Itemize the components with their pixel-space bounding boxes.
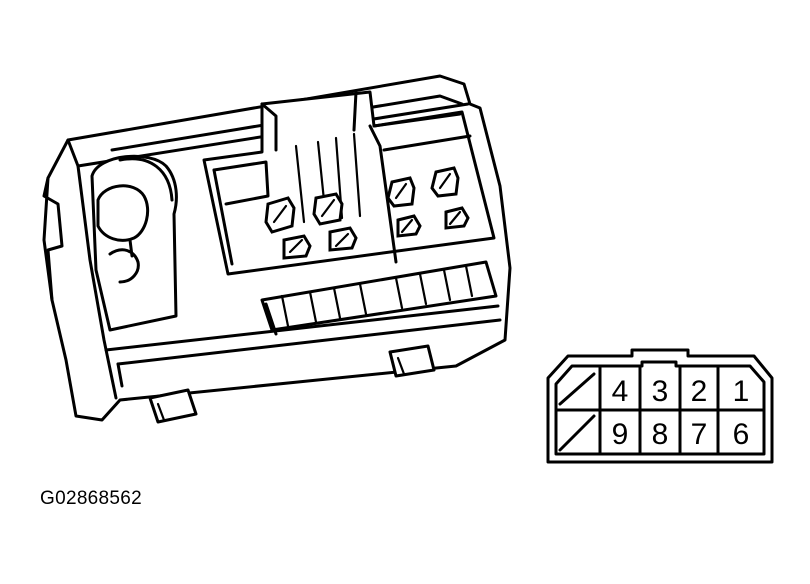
pin-number: 7 — [691, 418, 708, 451]
locking-ribs — [104, 260, 502, 388]
mounting-tabs — [148, 344, 436, 424]
pin-number: 2 — [691, 375, 708, 408]
pin-number: 3 — [652, 375, 669, 408]
blank-cavity-bottom — [558, 414, 596, 452]
latch-housing — [90, 154, 178, 332]
pin-number: 4 — [612, 375, 629, 408]
pin-number: 6 — [733, 418, 750, 451]
terminal-pins — [264, 166, 470, 260]
pin-number: 9 — [612, 418, 629, 451]
pin-numbers: 4 3 2 1 9 8 7 6 — [612, 375, 750, 451]
blank-cavity-top — [558, 372, 596, 406]
pin-number: 8 — [652, 418, 669, 451]
pin-number: 1 — [733, 375, 750, 408]
figure-reference-code: G02868562 — [40, 488, 143, 509]
terminal-face — [546, 348, 774, 464]
